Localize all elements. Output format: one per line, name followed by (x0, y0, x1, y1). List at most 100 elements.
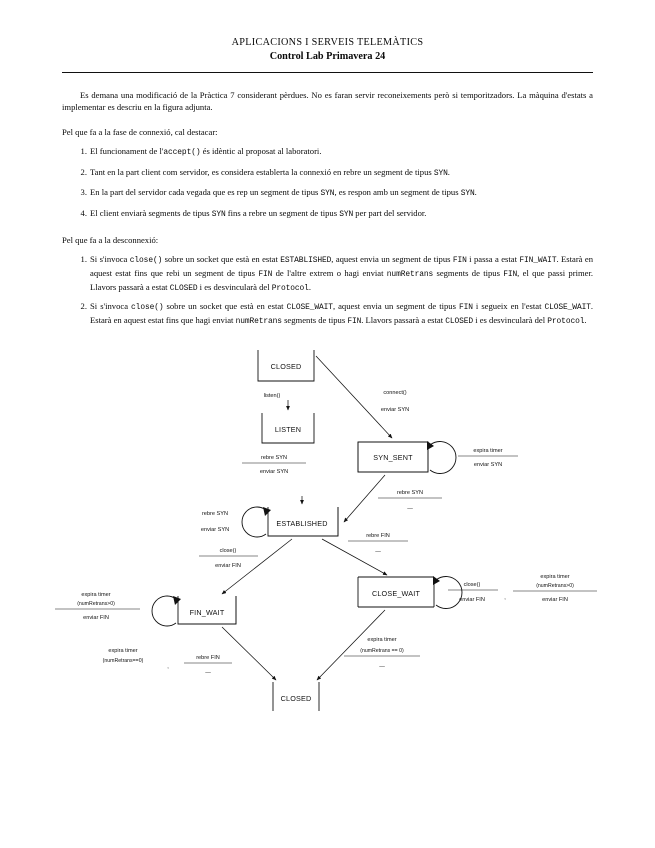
text-run: , el que passi primer. Llavors passarà a… (90, 268, 593, 293)
state-label-closed-bottom: CLOSED (281, 694, 312, 703)
label-closewait-closed-event-1: expira timer (367, 637, 396, 643)
label-est-closewait-event: rebre FIN (366, 533, 390, 539)
label-listen-est-event: rebre SYN (261, 455, 287, 461)
list-item: El funcionament de l'accept() és idèntic… (74, 145, 593, 159)
label-closewait-loop-action: enviar FIN (459, 597, 485, 603)
list-item: En la part del servidor cada vegada que … (74, 186, 593, 200)
label-finwait-closed-alt-event: rebre FIN (196, 655, 220, 661)
list-item: Si s'invoca close() sobre un socket que … (74, 253, 594, 295)
text-run: segments de tipus (433, 268, 504, 279)
code-token: SYN (320, 189, 335, 199)
text-run: . Estarà en aquest estat fins que hagi e… (90, 300, 594, 325)
code-token: CLOSE_WAIT (544, 302, 591, 312)
edge-closed-to-syn-sent (315, 355, 393, 439)
code-token: ESTABLISHED (280, 256, 332, 266)
text-run: sobre un socket que està en estat (163, 300, 287, 311)
code-token: SYN (460, 189, 475, 199)
label-est-finwait-event: close() (220, 548, 237, 554)
edge-fin-wait-to-closed (221, 626, 277, 681)
text-run: i es desvincularà del (473, 314, 548, 325)
state-established: ESTABLISHED (267, 506, 339, 537)
label-syn-sent-loop-event: expira timer (473, 448, 502, 454)
text-run: . Estarà en aquest estat fins que rebi u… (90, 254, 594, 279)
code-token: numRetrans (235, 316, 282, 326)
label-closewait-closed-action: — (379, 664, 385, 670)
code-token: FIN (347, 316, 362, 326)
label-synsent-est-event: rebre SYN (397, 490, 423, 496)
text-run: Tant en la part client com servidor, es … (90, 166, 434, 177)
code-token: FIN (258, 270, 273, 280)
label-est-finwait-action: enviar FIN (215, 563, 241, 569)
disconnection-list: Si s'invoca close() sobre un socket que … (62, 253, 593, 327)
state-closed-bottom: CLOSED (272, 681, 320, 711)
label-finwait-loop-action: enviar FIN (83, 615, 109, 621)
state-label-listen: LISTEN (275, 425, 301, 434)
self-loop-close-wait (433, 575, 463, 609)
state-label-fin-wait: FIN_WAIT (190, 608, 225, 617)
connection-list: El funcionament de l'accept() és idèntic… (62, 145, 593, 221)
label-finwait-closed-event-2: (numRetrans==0) (103, 658, 144, 664)
text-run: El client enviarà segments de tipus (90, 208, 212, 219)
state-label-established: ESTABLISHED (276, 519, 327, 528)
text-run: Si s'invoca (90, 254, 130, 265)
text-run: El funcionament de l' (90, 146, 164, 157)
list-item: Tant en la part client com servidor, es … (74, 166, 593, 180)
self-loop-syn-sent (427, 440, 457, 474)
state-label-close-wait: CLOSE_WAIT (372, 589, 420, 598)
document-body: Es demana una modificació de la Pràctica… (62, 89, 593, 328)
state-close-wait: CLOSE_WAIT (357, 576, 435, 608)
page-title: Control Lab Primavera 24 (269, 51, 386, 62)
code-token: CLOSE_WAIT (286, 302, 333, 312)
code-token: FIN (503, 270, 518, 280)
header-rule (62, 72, 593, 73)
text-run: de l'altre extrem o hagi enviat (272, 268, 387, 279)
label-finwait-closed-event-1: expira timer (108, 648, 137, 654)
label-finwait-loop-event-1: expira timer (81, 592, 110, 598)
text-run: , aquest envia un segment de tipus (331, 254, 453, 265)
text-run: . (447, 166, 450, 177)
disconnection-lead: Pel que fa a la desconnexió: (62, 235, 159, 246)
code-token: FIN (452, 256, 467, 266)
edge-close-wait-to-closed (316, 609, 386, 681)
text-run: . (474, 187, 477, 198)
text-run: Si s'invoca (90, 300, 132, 311)
code-token: SYN (339, 210, 354, 220)
state-listen: LISTEN (261, 412, 315, 444)
text-run: En la part del servidor cada vegada que … (90, 187, 321, 198)
label-closewait-loop2-event-2: (numRetrans>0) (536, 583, 574, 589)
code-token: close() (131, 302, 164, 312)
code-token: FIN_WAIT (519, 256, 557, 266)
code-token: SYN (433, 168, 448, 178)
text-run: , es respon amb un segment de tipus (334, 187, 461, 198)
label-est-closewait-action: — (375, 549, 381, 555)
text-run: i segueix en l'estat (472, 300, 545, 311)
text-run: . (584, 314, 587, 325)
text-run: . Llavors passarà a estat (361, 314, 446, 325)
self-loop-established (241, 506, 271, 538)
label-listen-call: listen() (264, 393, 281, 399)
label-connect-call: connect() (383, 390, 406, 396)
text-run: segments de tipus (281, 314, 348, 325)
list-item: El client enviarà segments de tipus SYN … (74, 207, 593, 221)
label-finwait-closed-alt-action: — (205, 670, 211, 676)
edge-established-to-fin-wait (221, 538, 293, 595)
code-token: Protocol (547, 316, 585, 326)
intro-paragraph: Es demana una modificació de la Pràctica… (62, 90, 593, 113)
label-finwait-closed-separator: , (167, 664, 169, 670)
text-run: és idèntic al proposat al laboratori. (200, 146, 322, 157)
self-loop-fin-wait (151, 595, 181, 627)
text-run: sobre un socket que està en estat (162, 254, 281, 265)
state-machine-diagram: CLOSED LISTEN SYN_SENT ESTABLISHED (0, 344, 655, 724)
label-closewait-loop-event: close() (464, 582, 481, 588)
course-title: APLICACIONS I SERVEIS TELEMÀTICS (231, 37, 424, 48)
state-fin-wait: FIN_WAIT (177, 595, 237, 625)
label-synsent-est-action: — (407, 506, 413, 512)
label-est-loop-action: enviar SYN (201, 527, 229, 533)
state-label-syn-sent: SYN_SENT (373, 453, 413, 462)
code-token: Protocol (271, 284, 309, 294)
edge-established-to-close-wait (321, 538, 388, 576)
code-token: SYN (211, 210, 226, 220)
state-syn-sent: SYN_SENT (357, 441, 429, 473)
text-run: , aquest envia un segment de tipus (332, 300, 459, 311)
